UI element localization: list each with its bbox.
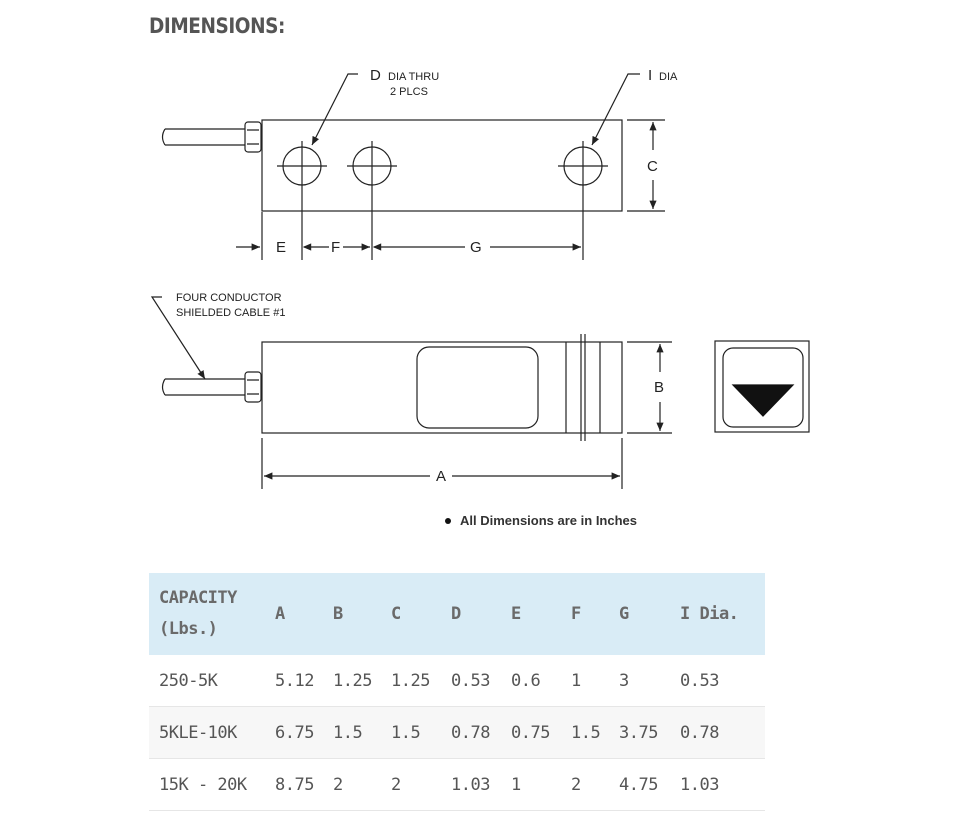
header-a: A <box>265 573 323 655</box>
units-note: All Dimensions are in Inches <box>460 513 637 528</box>
cell-g: 4.75 <box>609 758 670 811</box>
top-view <box>161 73 665 260</box>
cell-a: 6.75 <box>265 706 323 759</box>
end-view <box>714 340 810 433</box>
header-capacity-line2: (Lbs.) <box>159 619 218 639</box>
label-b: B <box>654 379 664 396</box>
cell-f: 1 <box>561 655 609 707</box>
label-e: E <box>276 239 286 256</box>
header-i-dia: I Dia. <box>670 573 765 655</box>
cell-d: 0.78 <box>441 706 501 759</box>
label-d: D <box>370 67 381 84</box>
label-i-note: DIA <box>659 71 678 83</box>
label-d-note1: DIA THRU <box>388 71 439 83</box>
bullet-icon <box>445 518 451 524</box>
cell-i: 1.03 <box>670 758 765 811</box>
header-capacity: CAPACITY (Lbs.) <box>149 573 265 655</box>
cell-i: 0.53 <box>670 655 765 707</box>
cable-note2: SHIELDED CABLE #1 <box>176 307 285 319</box>
side-view <box>150 296 672 489</box>
cell-capacity: 250-5K <box>149 655 265 707</box>
cell-capacity: 5KLE-10K <box>149 706 265 759</box>
label-i: I <box>648 67 652 84</box>
header-f: F <box>561 573 609 655</box>
table-row: 5KLE-10K 6.75 1.5 1.5 0.78 0.75 1.5 3.75… <box>149 706 765 759</box>
cell-g: 3 <box>609 655 670 707</box>
section-heading: DIMENSIONS: <box>149 14 285 38</box>
header-b: B <box>323 573 381 655</box>
cell-a: 8.75 <box>265 758 323 811</box>
label-c: C <box>647 158 658 175</box>
cable-note1: FOUR CONDUCTOR <box>176 292 282 304</box>
cell-b: 1.25 <box>323 655 381 707</box>
cell-capacity: 15K - 20K <box>149 758 265 811</box>
cell-d: 0.53 <box>441 655 501 707</box>
cell-c: 1.5 <box>381 706 441 759</box>
cell-e: 1 <box>501 758 561 811</box>
header-capacity-line1: CAPACITY <box>159 588 237 608</box>
cell-b: 1.5 <box>323 706 381 759</box>
cell-f: 2 <box>561 758 609 811</box>
header-g: G <box>609 573 670 655</box>
cell-c: 1.25 <box>381 655 441 707</box>
cell-d: 1.03 <box>441 758 501 811</box>
cell-i: 0.78 <box>670 706 765 759</box>
dimensions-table: CAPACITY (Lbs.) A B C D E F G I Dia. 250… <box>149 573 765 811</box>
label-g: G <box>470 239 482 256</box>
header-d: D <box>441 573 501 655</box>
cell-b: 2 <box>323 758 381 811</box>
load-cell-drawing: D DIA THRU 2 PLCS I DIA C E F G FOUR CON… <box>150 67 810 528</box>
cell-a: 5.12 <box>265 655 323 707</box>
header-e: E <box>501 573 561 655</box>
cell-e: 0.75 <box>501 706 561 759</box>
cell-f: 1.5 <box>561 706 609 759</box>
table-header-row: CAPACITY (Lbs.) A B C D E F G I Dia. <box>149 573 765 655</box>
label-d-note2: 2 PLCS <box>390 86 428 98</box>
label-a: A <box>436 468 446 485</box>
table-row: 250-5K 5.12 1.25 1.25 0.53 0.6 1 3 0.53 <box>149 655 765 707</box>
header-c: C <box>381 573 441 655</box>
cell-c: 2 <box>381 758 441 811</box>
table-row: 15K - 20K 8.75 2 2 1.03 1 2 4.75 1.03 <box>149 758 765 811</box>
cell-e: 0.6 <box>501 655 561 707</box>
cell-g: 3.75 <box>609 706 670 759</box>
label-f: F <box>331 239 340 256</box>
